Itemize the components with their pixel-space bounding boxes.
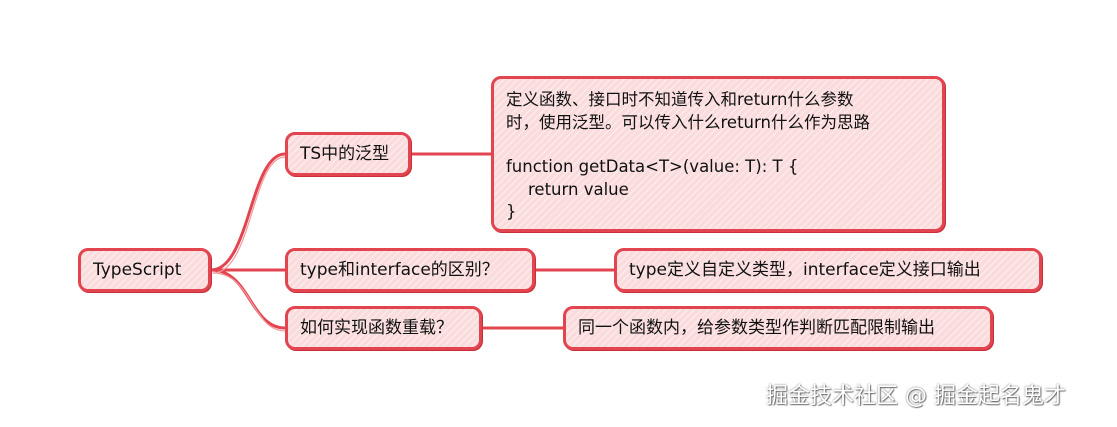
branch-node-label: TS中的泛型 <box>300 144 390 164</box>
connector-root-overload <box>209 268 287 330</box>
branch-node-label: type和interface的区别？ <box>300 260 499 280</box>
branch-node-type-vs-interface[interactable]: type和interface的区别？ <box>285 248 535 292</box>
branch-node-generics[interactable]: TS中的泛型 <box>285 132 411 176</box>
connector-root-generics <box>209 152 287 272</box>
detail-blank-line <box>506 134 930 156</box>
code-line: return value <box>528 179 629 199</box>
root-node-typescript[interactable]: TypeScript <box>78 248 211 292</box>
leaf-node-label: 同一个函数内，给参数类型作判断匹配限制输出 <box>578 318 935 338</box>
branch-node-label: 如何实现函数重载？ <box>300 318 453 338</box>
leaf-node-label: type定义自定义类型，interface定义接口输出 <box>629 260 981 280</box>
branch-node-function-overload[interactable]: 如何实现函数重载？ <box>285 306 482 350</box>
leaf-node-generics-explanation[interactable]: 定义函数、接口时不知道传入和return什么参数 时，使用泛型。可以传入什么re… <box>491 76 945 232</box>
code-line: } <box>506 202 517 221</box>
watermark: 掘金技术社区 @ 掘金起名鬼才 <box>766 384 1066 409</box>
detail-text-line: 时，使用泛型。可以传入什么return什么作为思路 <box>506 112 870 132</box>
leaf-node-overload-answer[interactable]: 同一个函数内，给参数类型作判断匹配限制输出 <box>563 306 993 350</box>
root-node-label: TypeScript <box>93 260 182 280</box>
leaf-node-type-vs-interface-answer[interactable]: type定义自定义类型，interface定义接口输出 <box>614 248 1042 292</box>
code-line: function getData<T>(value: T): T { <box>506 157 799 176</box>
detail-text-line: 定义函数、接口时不知道传入和return什么参数 <box>506 90 854 109</box>
